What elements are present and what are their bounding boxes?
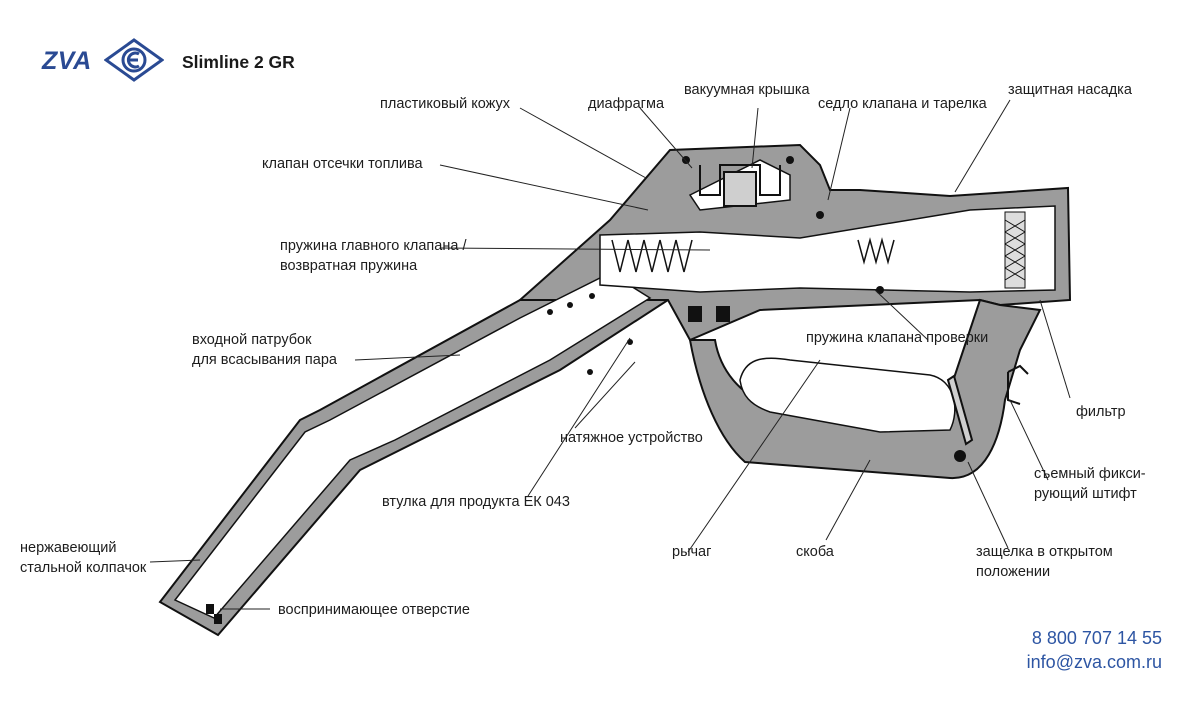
label-lever: рычаг bbox=[672, 544, 712, 560]
label-steel-cap-line1: нержавеющий bbox=[20, 540, 117, 556]
brand-name: ZVA bbox=[42, 47, 92, 75]
contact-phone: 8 800 707 14 55 bbox=[1031, 628, 1162, 648]
diaphragm-detail bbox=[699, 164, 781, 207]
label-main-spring-line1: пружина главного клапана / bbox=[280, 238, 467, 254]
label-bracket: скоба bbox=[796, 544, 834, 560]
label-sensing-hole: воспринимающее отверстие bbox=[278, 602, 470, 618]
label-plastic-cover: пластиковый кожух bbox=[380, 96, 510, 112]
label-check-spring: пружина клапана проверки bbox=[806, 330, 989, 346]
label-inlet-line1: входной патрубок bbox=[192, 332, 312, 348]
filter-mesh bbox=[1004, 211, 1026, 289]
label-latch-line1: защелка в открытом bbox=[976, 544, 1113, 560]
latch-pin bbox=[946, 364, 1029, 446]
main-spring bbox=[611, 239, 693, 273]
label-shutoff-valve: клапан отсечки топлива bbox=[262, 156, 423, 172]
label-steel-cap-line2: стальной колпачок bbox=[20, 560, 147, 576]
label-vacuum-cap: вакуумная крышка bbox=[684, 82, 810, 98]
label-tensioner: натяжное устройство bbox=[560, 430, 703, 446]
label-pin-line2: рующий штифт bbox=[1034, 486, 1137, 502]
zva-logo-icon bbox=[104, 38, 164, 82]
seals bbox=[206, 156, 966, 624]
model-title: Slimline 2 GR bbox=[182, 52, 295, 72]
label-protective-cap: защитная насадка bbox=[1008, 82, 1132, 98]
label-inlet-line2: для всасывания пара bbox=[192, 352, 337, 368]
check-spring bbox=[857, 237, 895, 265]
label-pin-line1: съемный фикси- bbox=[1034, 466, 1146, 482]
label-valve-seat: седло клапана и тарелка bbox=[818, 96, 987, 112]
leader-lines bbox=[149, 99, 1071, 610]
label-bushing: втулка для продукта ЕК 043 bbox=[382, 494, 570, 510]
label-filter: фильтр bbox=[1076, 404, 1126, 420]
label-diaphragm: диафрагма bbox=[588, 96, 665, 112]
label-main-spring-line2: возвратная пружина bbox=[280, 258, 418, 274]
contact-email: info@zva.com.ru bbox=[1026, 652, 1162, 672]
label-latch-line2: положении bbox=[976, 564, 1051, 580]
